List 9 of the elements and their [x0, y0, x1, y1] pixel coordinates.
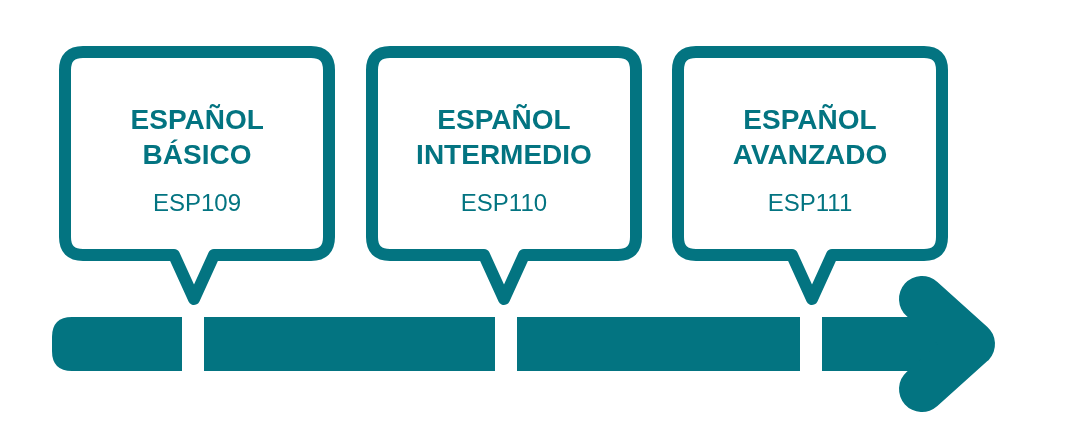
- course-title: ESPAÑOL AVANZADO: [732, 103, 888, 172]
- speech-bubble: [672, 46, 948, 308]
- course-code: ESP111: [767, 189, 853, 217]
- course-title: ESPAÑOL BÁSICO: [130, 103, 264, 172]
- course-code: ESP110: [460, 189, 548, 217]
- course-code: ESP109: [152, 189, 242, 217]
- course-title: ESPAÑOL INTERMEDIO: [416, 103, 592, 172]
- speech-bubble: [366, 46, 642, 308]
- speech-bubble: [59, 46, 335, 308]
